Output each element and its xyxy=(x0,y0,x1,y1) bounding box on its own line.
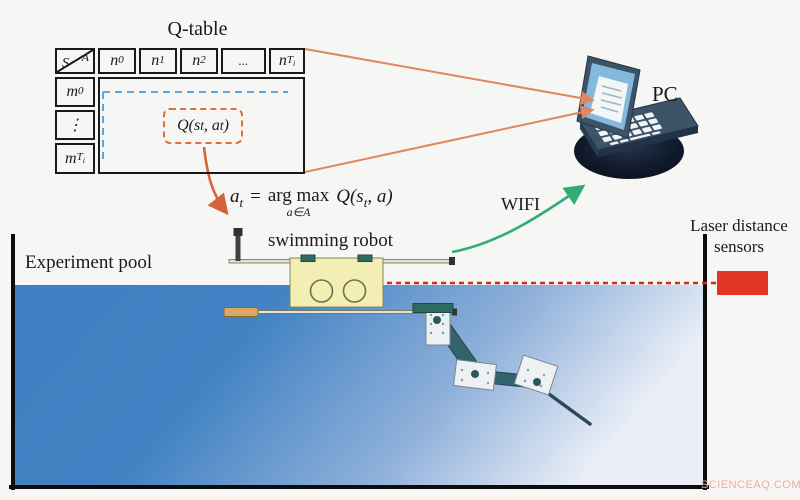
equals-sign: = xyxy=(250,186,261,207)
qtable-title: Q-table xyxy=(167,18,228,40)
wifi-label: WIFI xyxy=(501,194,540,214)
watermark: SCIENCEAQ.COM xyxy=(701,479,800,491)
qtable-to-pc-connectors xyxy=(304,48,595,173)
qtable-col-header-ellipsis: ... xyxy=(221,48,266,74)
robot-bottom-rail-endcap xyxy=(452,308,457,316)
connector-line-bottom xyxy=(304,105,595,173)
action-selection-formula: at = arg max a∈A Q(st, a) xyxy=(230,185,393,219)
leg-joint-1 xyxy=(433,316,441,324)
wifi-arrow xyxy=(451,184,586,254)
robot-porthole-left xyxy=(309,279,334,303)
laser-sensor-block xyxy=(717,271,768,295)
connector-line-top xyxy=(304,48,595,105)
leg-plate-1 xyxy=(425,308,451,346)
laptop-screen-text-lines xyxy=(600,85,623,113)
swimming-robot-label: swimming robot xyxy=(268,230,394,251)
laser-sensors-label: Laser distance sensors xyxy=(690,216,788,257)
robot-mast-cap xyxy=(233,228,243,236)
laptop-deck-front-edge xyxy=(598,126,698,157)
pc-label: PC xyxy=(652,82,678,106)
laptop-deck-left-edge xyxy=(580,122,598,157)
qtable-body-cell xyxy=(98,77,305,174)
swimming-robot xyxy=(223,228,592,426)
qtable-corner-cell: A S xyxy=(55,48,95,74)
robot-clamp-left xyxy=(300,254,316,262)
pc-laptop xyxy=(574,55,699,179)
leg-plate-3-screws xyxy=(523,368,546,388)
robot-articulated-leg xyxy=(425,308,592,426)
leg-joint-3 xyxy=(533,378,541,386)
pool-water xyxy=(13,285,704,487)
robot-top-rail-endcap xyxy=(449,257,455,265)
corner-action-label: A xyxy=(81,50,89,64)
robot-clamp-right xyxy=(357,254,373,262)
leg-plate-1-screws xyxy=(429,313,445,335)
argmax-operator: arg max a∈A xyxy=(267,185,330,219)
qvalue-to-action-arrow xyxy=(202,146,229,216)
leg-plate-2-screws xyxy=(460,368,490,385)
leg-joint-2 xyxy=(471,370,479,378)
corner-state-label: S xyxy=(62,56,69,71)
argmax-domain: a∈A xyxy=(286,204,311,219)
pool-walls xyxy=(9,234,709,490)
leg-plate-3 xyxy=(513,354,559,396)
robot-mast xyxy=(235,234,241,261)
robot-leg-mount xyxy=(412,303,454,313)
laptop-screen-document xyxy=(590,76,628,123)
robot-porthole-right xyxy=(342,279,367,303)
robot-body xyxy=(289,257,384,308)
qtable-row-header-ellipsis: ⋮ xyxy=(55,110,95,140)
experiment-pool-label: Experiment pool xyxy=(25,252,153,273)
robot-float xyxy=(223,307,259,317)
qtable-blue-dashed-guides xyxy=(102,91,288,161)
